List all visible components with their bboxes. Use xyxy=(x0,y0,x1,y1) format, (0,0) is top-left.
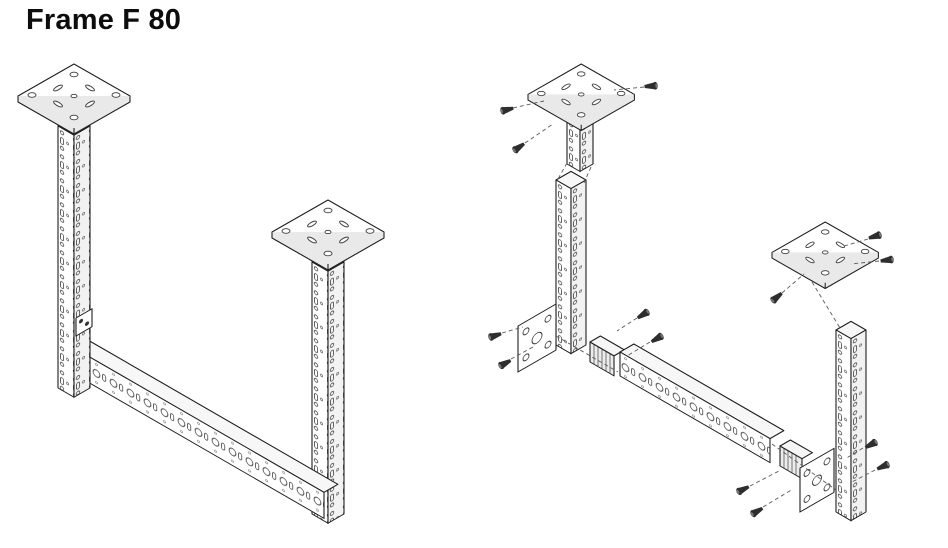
screw xyxy=(875,460,891,473)
left-upright-post xyxy=(57,116,91,398)
mounting-plate-floating xyxy=(771,221,879,290)
cross-beam-exploded xyxy=(619,343,785,464)
screw xyxy=(511,140,527,155)
junction-bracket xyxy=(75,308,93,337)
screw xyxy=(499,104,515,116)
screw xyxy=(749,504,765,519)
screw xyxy=(649,331,665,346)
plate-stub-subassembly xyxy=(527,63,635,173)
flange-plate-right xyxy=(799,447,835,513)
screw xyxy=(867,230,883,242)
cross-beam xyxy=(73,339,339,519)
screw xyxy=(880,255,895,265)
assembled-view xyxy=(17,63,385,524)
page-title: Frame F 80 xyxy=(26,4,182,36)
screw xyxy=(735,483,751,497)
beam-coupler-left xyxy=(589,335,625,377)
screw xyxy=(644,81,659,91)
upright-post xyxy=(555,170,587,355)
screw xyxy=(635,307,651,322)
screw xyxy=(769,290,785,305)
right-upright-post xyxy=(311,252,345,524)
screw xyxy=(487,329,503,342)
right-upright-post-exploded xyxy=(835,320,867,522)
mounting-plate xyxy=(527,63,635,132)
assembly-guide-lines xyxy=(501,86,880,508)
exploded-view xyxy=(487,63,895,522)
mounting-plate-right xyxy=(271,199,385,271)
flange-plate-left xyxy=(517,303,557,373)
mounting-plate-left xyxy=(17,63,131,135)
screw xyxy=(497,357,513,371)
